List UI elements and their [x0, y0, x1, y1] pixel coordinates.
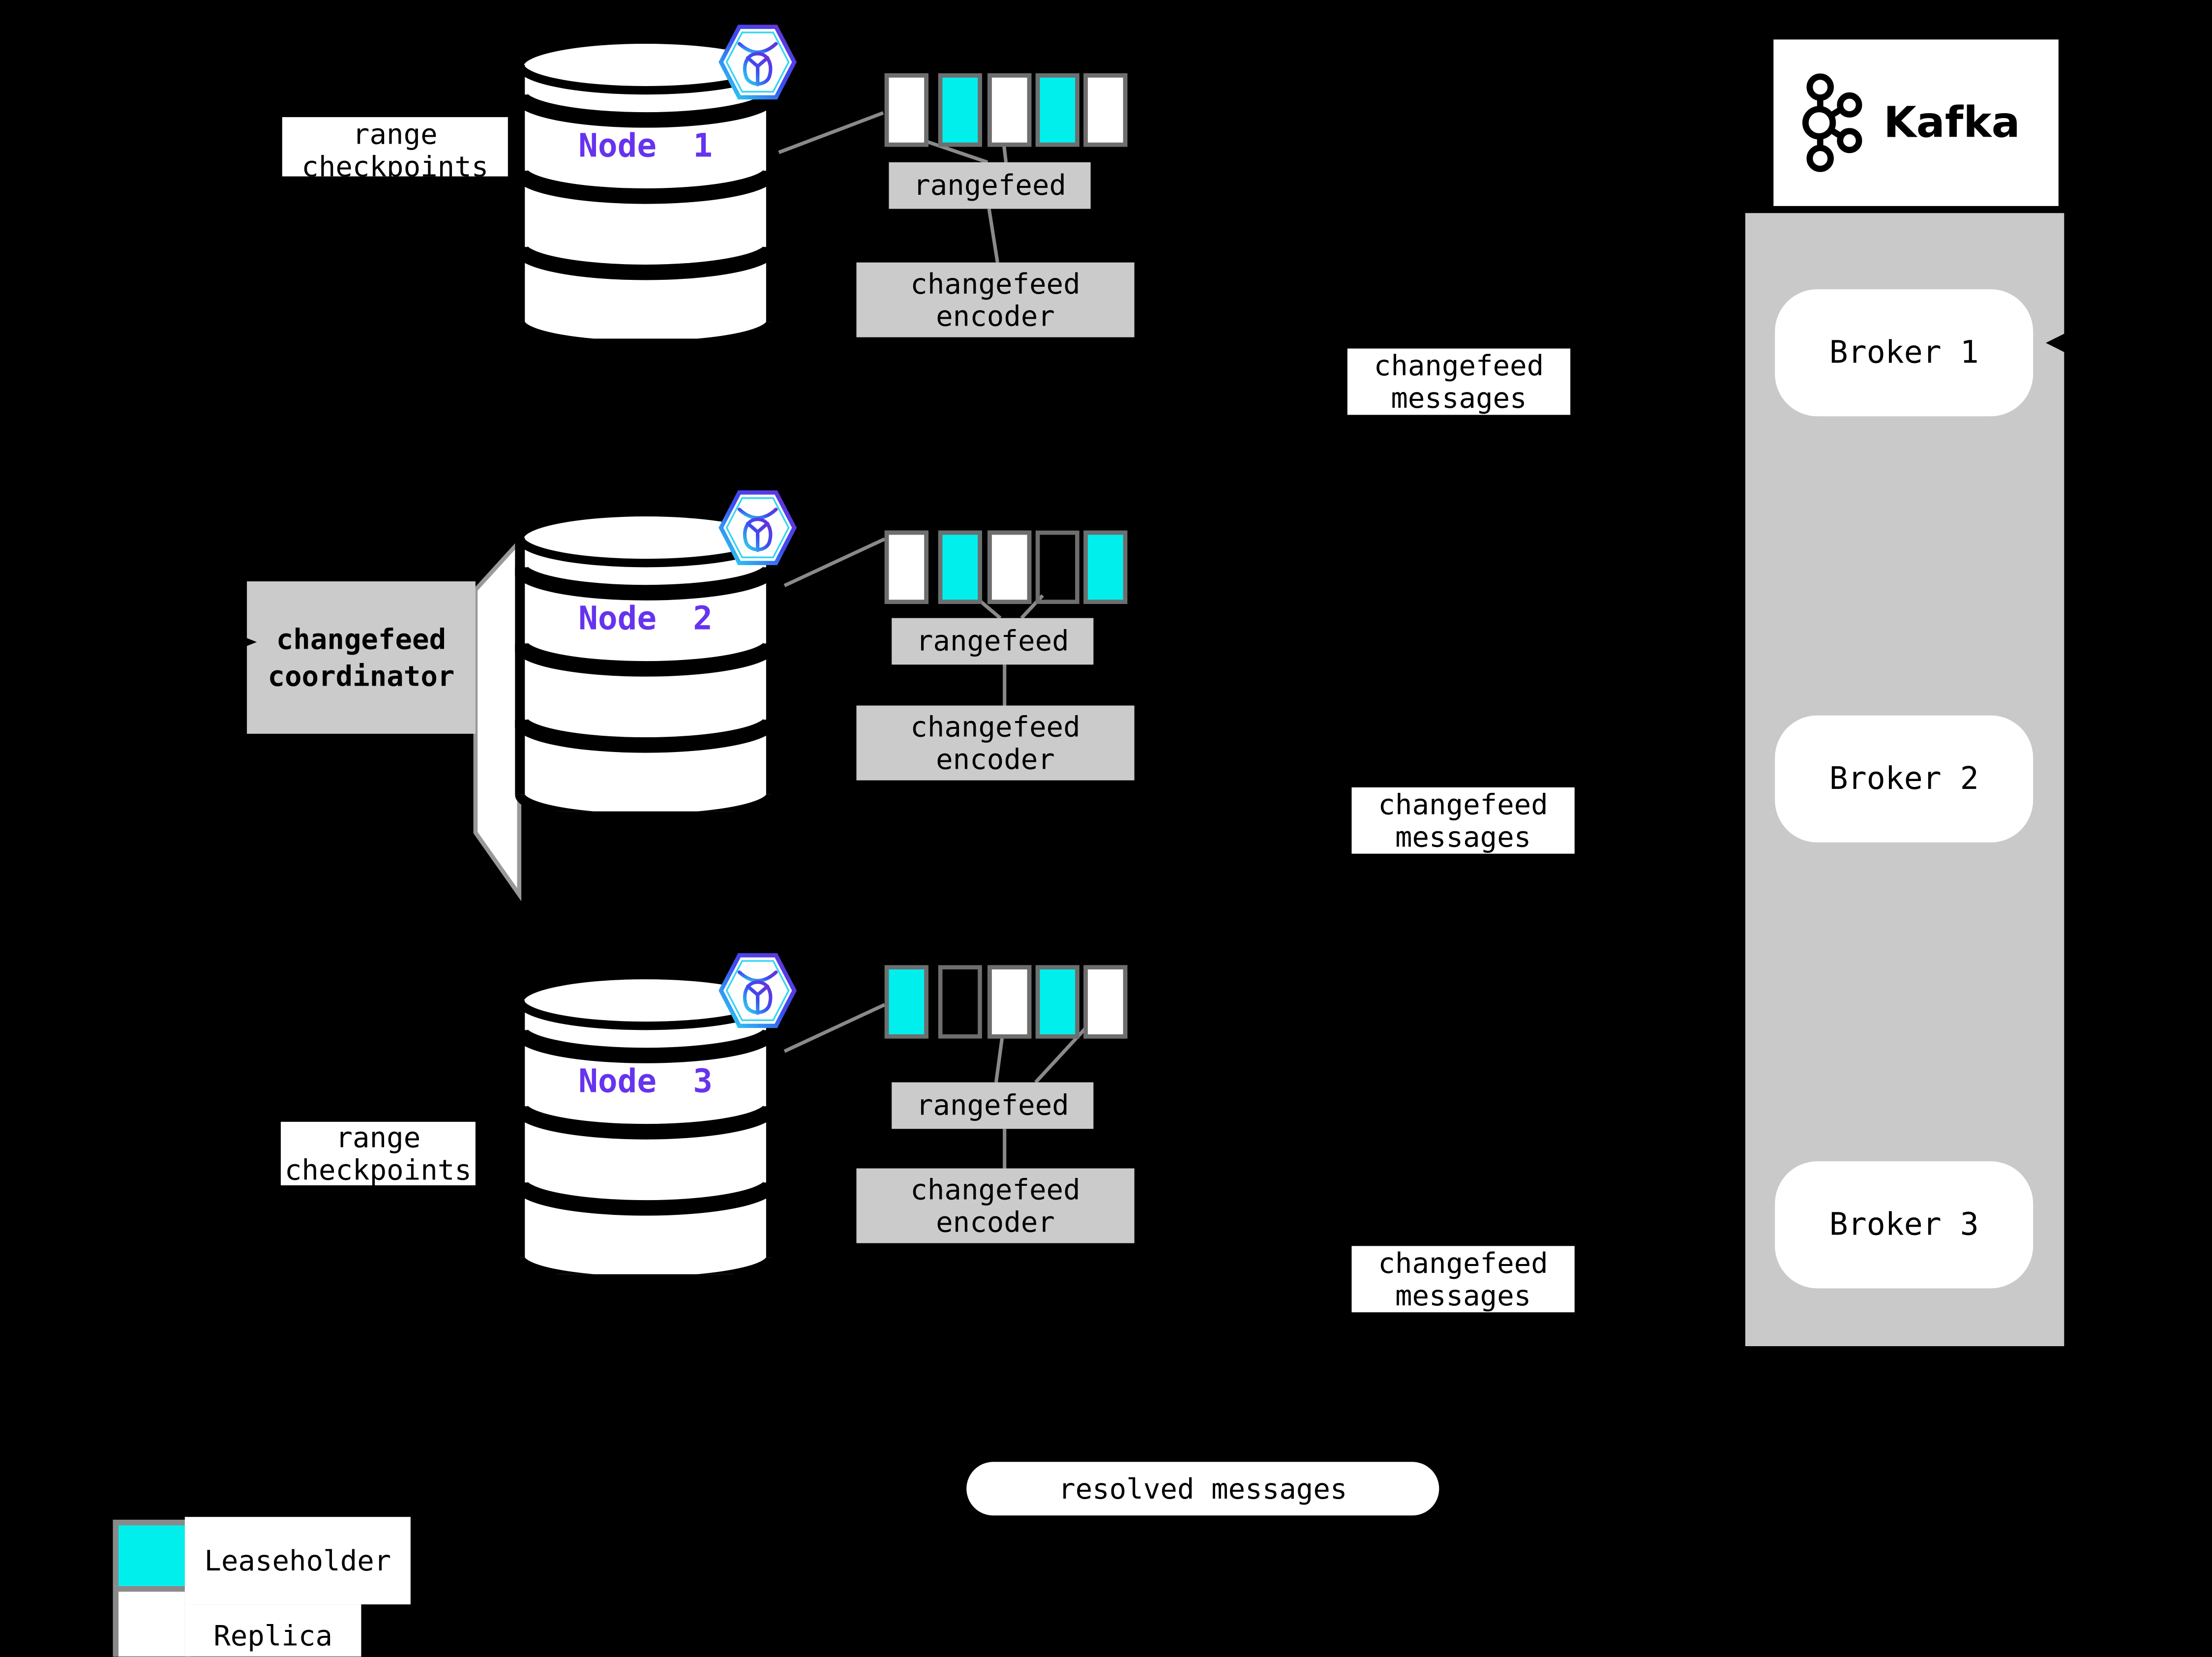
cockroach-glyph: [737, 508, 778, 552]
cockroach-glyph: [737, 42, 778, 87]
rangefeed-label-3: rangefeed: [892, 1082, 1094, 1129]
connector-node2-to-range: [783, 537, 886, 587]
range-box: [987, 530, 1032, 604]
cockroachdb-hexagon-icon-node1: [718, 25, 797, 100]
rangefeed-label-1: rangefeed: [889, 162, 1091, 209]
changefeed-coordinator-label: changefeed coordinator: [247, 581, 476, 734]
resolved-messages-pill: resolved messages: [966, 1462, 1439, 1516]
range-box: [938, 530, 982, 604]
range-box: [1035, 530, 1079, 604]
broker-2-label: Broker 2: [1829, 761, 1979, 797]
connector-node3-to-range: [783, 1003, 886, 1053]
connector-rangefeed-to-encoder-1: [987, 209, 999, 263]
broker-1-label: Broker 1: [1829, 335, 1979, 371]
broker-3-label: Broker 3: [1829, 1207, 1979, 1243]
connector-node1-to-range: [778, 111, 884, 154]
node1-database-cylinder: [515, 35, 776, 339]
changefeed-messages-2: changefeed messages: [1351, 787, 1575, 854]
changefeed-messages-3: changefeed messages: [1351, 1246, 1575, 1313]
range-checkpoints-label-bottom: range checkpoints: [280, 1120, 476, 1185]
range-box: [1035, 73, 1079, 147]
node3-database-cylinder: [515, 970, 776, 1274]
node2-database-cylinder: [515, 508, 776, 812]
node2-label: Node 2: [578, 601, 713, 638]
changefeed-encoder-3: changefeed encoder: [856, 1168, 1135, 1243]
legend-leaseholder-label: Leaseholder: [184, 1517, 411, 1605]
broker-1: Broker 1: [1775, 289, 2033, 417]
range-box: [1083, 530, 1128, 604]
cockroachdb-hexagon-icon-node3: [718, 953, 797, 1028]
kafka-header: Kafka: [1773, 39, 2059, 206]
changefeed-encoder-2: changefeed encoder: [856, 705, 1135, 781]
range-box: [884, 73, 928, 147]
range-box: [1083, 73, 1128, 147]
node1-label: Node 1: [578, 128, 713, 165]
broker-3: Broker 3: [1775, 1161, 2033, 1289]
cockroachdb-hexagon-icon-node2: [718, 490, 797, 566]
range-checkpoints-label-top: range checkpoints: [282, 117, 508, 177]
range-box: [987, 73, 1032, 147]
broker-2: Broker 2: [1775, 715, 2033, 843]
changefeed-encoder-1: changefeed encoder: [856, 262, 1135, 337]
rangefeed-label-2: rangefeed: [892, 618, 1094, 665]
kafka-logo-icon: [1802, 73, 1862, 172]
cockroach-glyph: [737, 970, 778, 1015]
range-box: [938, 965, 982, 1039]
range-box: [987, 965, 1032, 1039]
range-box: [938, 73, 982, 147]
range-box: [884, 530, 928, 604]
legend-replica-swatch: [113, 1586, 191, 1657]
range-box: [1035, 965, 1079, 1039]
changefeed-messages-1: changefeed messages: [1347, 348, 1571, 415]
kafka-title: Kafka: [1883, 98, 2020, 148]
range-box: [884, 965, 928, 1039]
coordinator-ribbon-shape: [473, 536, 522, 902]
legend-replica-label: Replica: [184, 1604, 361, 1657]
node3-label: Node 3: [578, 1064, 713, 1101]
range-box: [1083, 965, 1128, 1039]
